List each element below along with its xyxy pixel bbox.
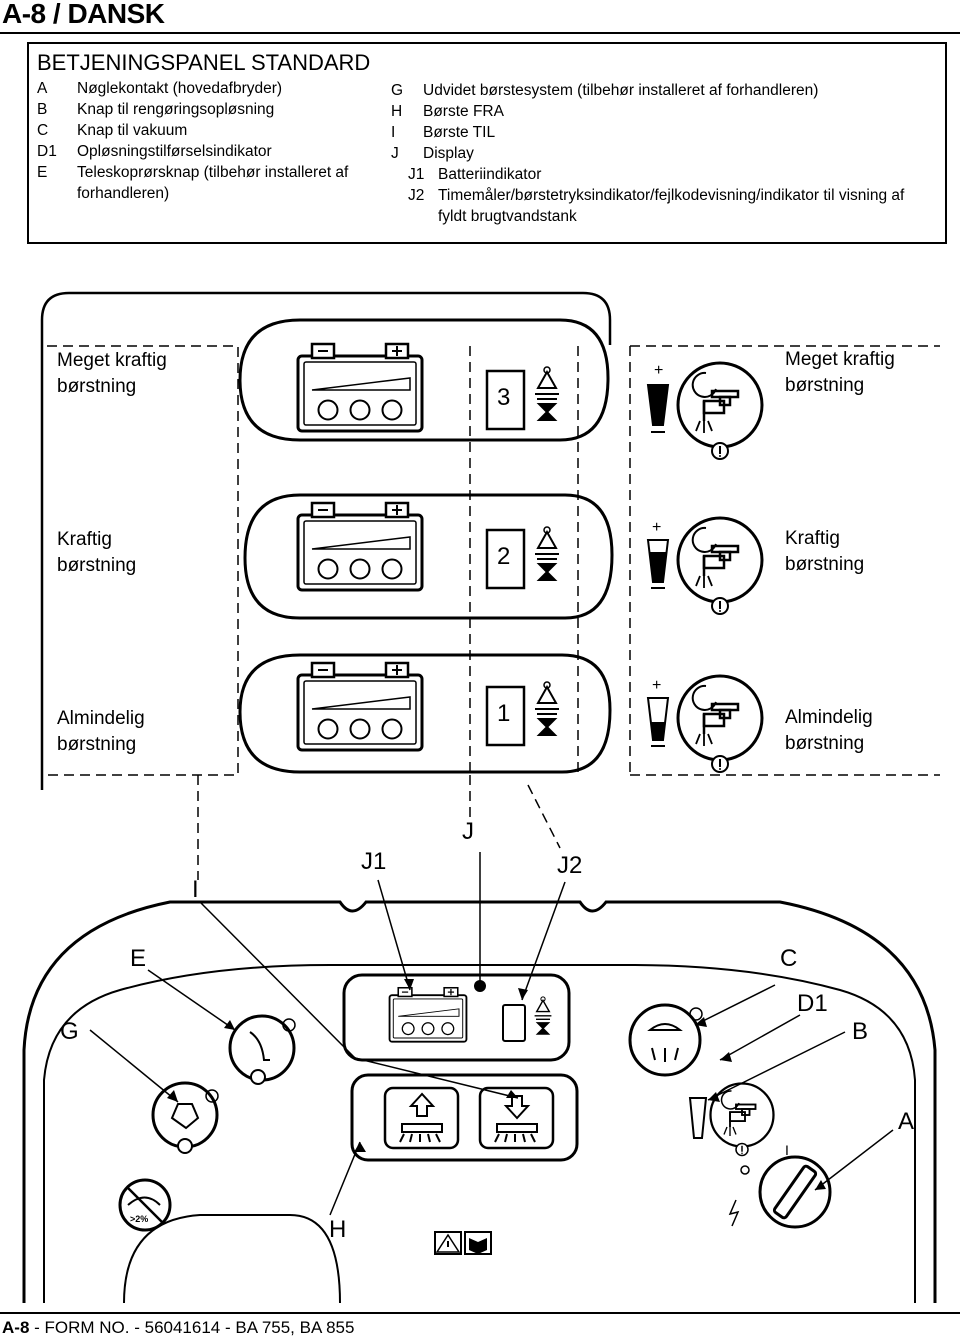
mode-label-line: børstning bbox=[57, 376, 137, 397]
mode-label-line: Kraftig bbox=[57, 529, 112, 550]
footer-form-number: - FORM NO. - 56041614 - BA 755, BA 855 bbox=[29, 1318, 355, 1337]
legend-code: B bbox=[37, 101, 48, 118]
mode-label-line: Kraftig bbox=[785, 528, 840, 549]
mode-2-label-left: Kraftig børstning bbox=[57, 527, 136, 579]
legend-code: A bbox=[37, 80, 48, 97]
callout-G: G bbox=[60, 1018, 79, 1045]
callout-A: A bbox=[898, 1108, 915, 1135]
legend-box bbox=[27, 42, 947, 244]
legend-text: Udvidet børstesystem (tilbehør installer… bbox=[423, 82, 819, 99]
callout-I: I bbox=[192, 876, 199, 903]
svg-text:+: + bbox=[652, 519, 661, 536]
footer-page-number: A-8 bbox=[2, 1318, 30, 1337]
legend-text: Display bbox=[423, 145, 474, 162]
mode-label-line: børstning bbox=[785, 554, 865, 575]
legend-code: G bbox=[391, 82, 404, 99]
footer-rule bbox=[0, 1312, 960, 1314]
mode-2-label-right: Kraftig børstning bbox=[785, 526, 864, 578]
display-digit: 2 bbox=[497, 543, 511, 570]
mode-label-line: Meget kraftig bbox=[785, 349, 895, 370]
key-on-mark: I bbox=[785, 1142, 789, 1158]
legend-code: E bbox=[37, 164, 48, 181]
callout-E: E bbox=[130, 945, 147, 972]
page-header: A-8 / DANSK bbox=[2, 0, 165, 29]
callout-H: H bbox=[329, 1216, 347, 1243]
legend-code: J2 bbox=[408, 187, 425, 204]
legend-code: I bbox=[391, 124, 396, 141]
legend-text: Teleskoprørsknap (tilbehør installeret a… bbox=[77, 164, 349, 181]
callout-B: B bbox=[852, 1018, 869, 1045]
legend-text: Børste FRA bbox=[423, 103, 504, 120]
callout-C: C bbox=[780, 945, 798, 972]
legend-code: J1 bbox=[408, 166, 425, 183]
mode-label-line: børstning bbox=[785, 375, 865, 396]
svg-text:+: + bbox=[654, 362, 663, 379]
legend-text: Knap til rengøringsopløsning bbox=[77, 101, 275, 118]
callout-J1: J1 bbox=[361, 848, 387, 875]
mode-label-line: børstning bbox=[57, 555, 137, 576]
callout-J2: J2 bbox=[557, 852, 583, 879]
pressure-badge: >2% bbox=[130, 1214, 149, 1224]
mode-label-line: børstning bbox=[785, 733, 865, 754]
legend-text: Opløsningstilførselsindikator bbox=[77, 143, 272, 160]
legend-title: BETJENINGSPANEL STANDARD bbox=[37, 50, 371, 75]
legend-text: Nøglekontakt (hovedafbryder) bbox=[77, 80, 283, 97]
display-digit: 1 bbox=[497, 700, 511, 727]
mode-3-label-right: Meget kraftig børstning bbox=[785, 347, 895, 399]
mode-1-label-right: Almindelig børstning bbox=[785, 705, 873, 757]
svg-text:+: + bbox=[652, 677, 661, 694]
legend-code: C bbox=[37, 122, 49, 139]
mode-label-line: børstning bbox=[57, 734, 137, 755]
legend-code: J bbox=[391, 145, 399, 162]
legend-text: fyldt brugtvandstank bbox=[438, 208, 577, 225]
mode-label-line: Meget kraftig bbox=[57, 350, 167, 371]
mode-label-line: Almindelig bbox=[57, 708, 145, 729]
legend-text: Børste TIL bbox=[423, 124, 496, 141]
legend-text: Timemåler/børstetryksindikator/fejlkodev… bbox=[438, 187, 905, 204]
legend-text: Knap til vakuum bbox=[77, 122, 188, 139]
mode-3-label-left: Meget kraftig børstning bbox=[57, 348, 167, 400]
mode-1-label-left: Almindelig børstning bbox=[57, 706, 145, 758]
legend-code: H bbox=[391, 103, 403, 120]
page-footer: A-8 - FORM NO. - 56041614 - BA 755, BA 8… bbox=[2, 1318, 354, 1338]
legend-right-column: G Udvidet børstesystem (tilbehør install… bbox=[391, 80, 931, 230]
callout-J: J bbox=[462, 818, 474, 845]
callout-D1: D1 bbox=[797, 990, 828, 1017]
legend-left-column: A Nøglekontakt (hovedafbryder) B Knap ti… bbox=[37, 78, 367, 208]
legend-text: Batteriindikator bbox=[438, 166, 542, 183]
display-digit: 3 bbox=[497, 384, 511, 411]
legend-text: forhandleren) bbox=[77, 185, 170, 202]
mode-label-line: Almindelig bbox=[785, 707, 873, 728]
header-rule bbox=[0, 32, 960, 34]
legend-code: D1 bbox=[37, 143, 57, 160]
